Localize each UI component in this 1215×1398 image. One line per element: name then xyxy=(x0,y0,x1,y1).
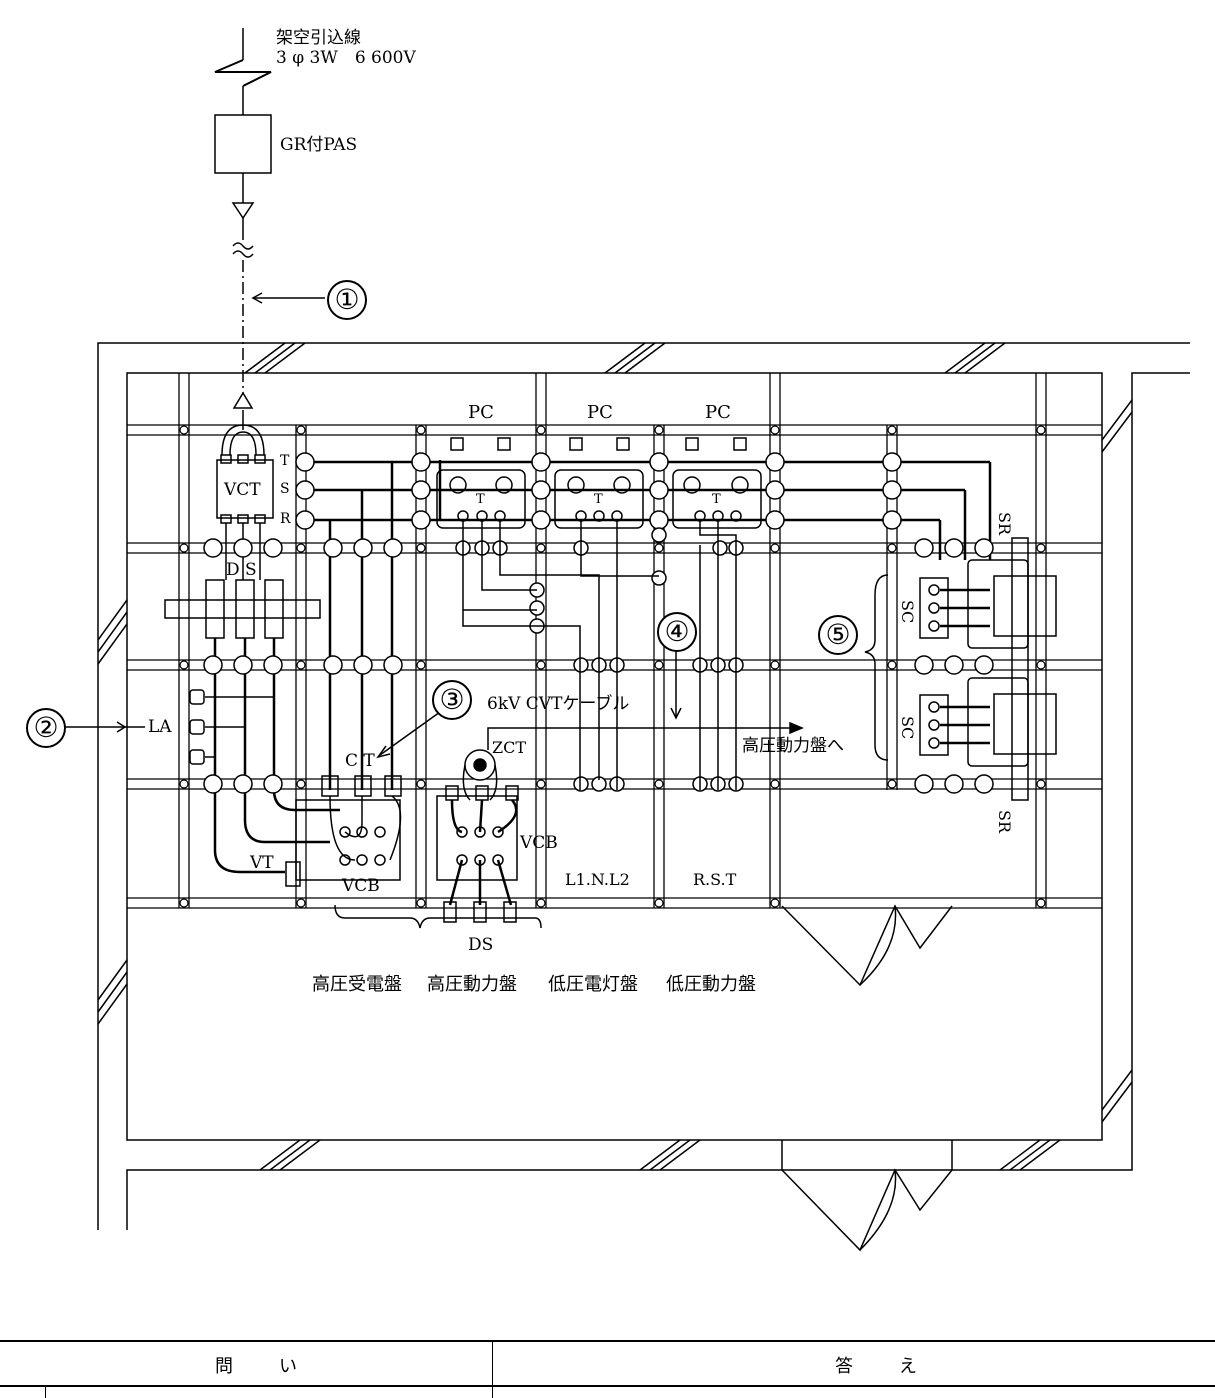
marker-2: ② xyxy=(26,708,66,748)
answer-header: 答 え xyxy=(835,1356,931,1377)
cubicle-frame xyxy=(127,373,1102,909)
ds-bottom-label: DS xyxy=(468,935,494,955)
vcb-left xyxy=(285,775,402,887)
marker-4: ④ xyxy=(657,612,697,652)
incoming-line xyxy=(214,28,325,409)
vcb-right xyxy=(334,785,542,929)
ds-top-label: D S xyxy=(226,560,257,580)
la-label: LA xyxy=(148,717,172,737)
sr-label-1: SR xyxy=(995,512,1014,536)
transformer-label-2: T xyxy=(594,492,603,507)
panel-label-lv-lighting: 低圧電灯盤 xyxy=(548,974,638,995)
transformer-label-1: T xyxy=(476,492,485,507)
transformers xyxy=(436,437,762,790)
cable-label: 6kV CVTケーブル xyxy=(487,694,630,714)
pc-label-2: PC xyxy=(587,402,613,423)
marker-3: ③ xyxy=(432,680,472,720)
incoming-line-title: 架空引込線 xyxy=(276,28,361,48)
zct xyxy=(462,749,498,801)
to-panel-label: 高圧動力盤へ xyxy=(742,736,844,756)
lnl-label: L1.N.L2 xyxy=(565,870,630,889)
leaders xyxy=(376,574,889,761)
qa-table: 問 い 答 え xyxy=(0,1340,1215,1398)
pas-box xyxy=(214,114,272,174)
rst-label: R.S.T xyxy=(693,870,737,889)
zct-label: ZCT xyxy=(492,738,527,757)
marker-1: ① xyxy=(327,280,367,320)
vcb-right-label: VCB xyxy=(520,833,558,853)
bus-r-label: R xyxy=(280,511,291,527)
cubicle-wiring-diagram xyxy=(60,28,1190,1252)
building-walls xyxy=(97,342,1190,1252)
bus-t-label: T xyxy=(280,453,290,469)
vcb-left-label: VCB xyxy=(342,876,380,896)
sc-label-1: SC xyxy=(898,600,917,624)
sc-label-2: SC xyxy=(898,716,917,740)
transformer-label-3: T xyxy=(712,492,721,507)
pc-label-3: PC xyxy=(705,402,731,423)
sr-label-2: SR xyxy=(995,810,1014,834)
frame-joints xyxy=(179,425,1046,908)
panel-label-hv-power: 高圧動力盤 xyxy=(427,974,517,995)
ct-label: C T xyxy=(345,751,375,771)
pas-label: GR付PAS xyxy=(280,135,358,155)
sc-sr xyxy=(919,537,1057,801)
panel-label-lv-power: 低圧動力盤 xyxy=(666,974,756,995)
marker-5: ⑤ xyxy=(818,615,858,655)
question-header: 問 い xyxy=(215,1356,311,1377)
vct-label: VCT xyxy=(224,480,261,500)
vt-label: VT xyxy=(250,853,274,873)
panel-label-hv-receiving: 高圧受電盤 xyxy=(312,974,402,995)
incoming-line-spec: 3 φ 3W 6 600V xyxy=(276,48,416,68)
bus-s-label: S xyxy=(280,481,290,497)
pc-label-1: PC xyxy=(468,402,494,423)
vct-and-ds xyxy=(60,410,340,874)
